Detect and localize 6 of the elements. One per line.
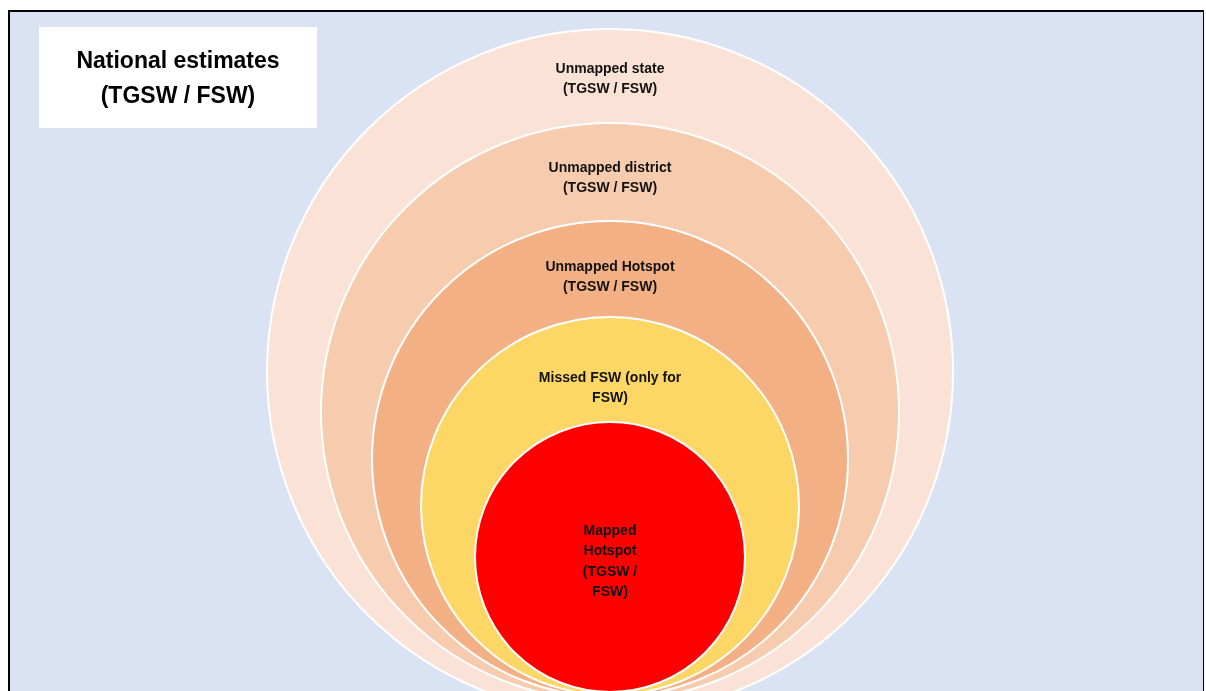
circle-label: Unmapped state (TGSW / FSW) [554,59,666,99]
circle-label: Missed FSW (only for FSW) [537,368,683,408]
title: National estimates (TGSW / FSW) [75,46,281,110]
circle-label: Unmapped Hotspot (TGSW / FSW) [544,257,676,297]
circle-label: Mapped Hotspot (TGSW / FSW) [581,521,639,601]
circle-label: Unmapped district (TGSW / FSW) [547,158,673,198]
